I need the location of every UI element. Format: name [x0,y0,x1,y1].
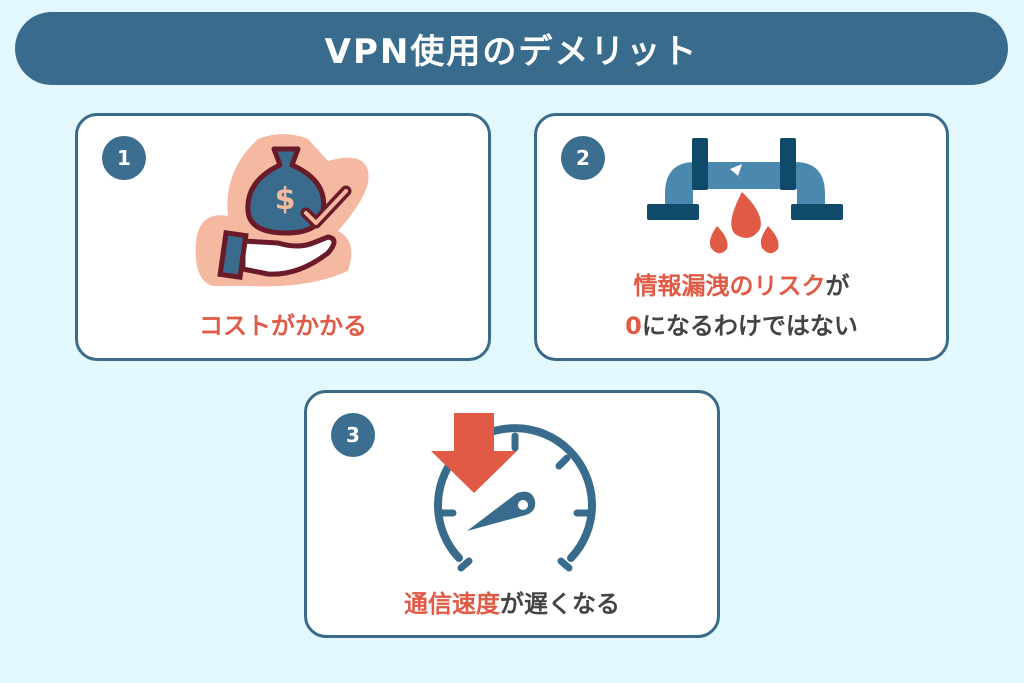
money-bag-hand-icon: $ [195,134,369,287]
card-caption-line1: 情報漏洩のリスクが [537,268,946,304]
caption-highlight: 通信速度 [404,590,500,618]
card-speed: 3 通信速度が遅くなる [304,390,720,638]
speedometer-icon [431,413,596,572]
number-badge: 2 [561,136,605,180]
caption-highlight: 0 [625,312,642,340]
number-badge: 1 [102,136,146,180]
leaking-pipe-icon [647,138,843,254]
page-title: VPN使用のデメリット [15,12,1008,85]
number-badge: 3 [331,413,375,457]
card-caption: コストがかかる [199,312,367,340]
card-leak-risk: 2 情報漏洩のリスクが 0になるわけではない [534,113,949,361]
svg-text:$: $ [275,182,296,217]
caption-highlight: 情報漏洩のリスク [633,272,826,300]
caption-text: になるわけではない [641,312,858,340]
card-cost: 1 $ コストがかかる [75,113,491,361]
card-caption: 通信速度が遅くなる [307,586,717,622]
card-caption-line2: 0になるわけではない [537,308,946,344]
caption-text: が遅くなる [500,590,620,618]
caption-text: が [825,272,850,300]
